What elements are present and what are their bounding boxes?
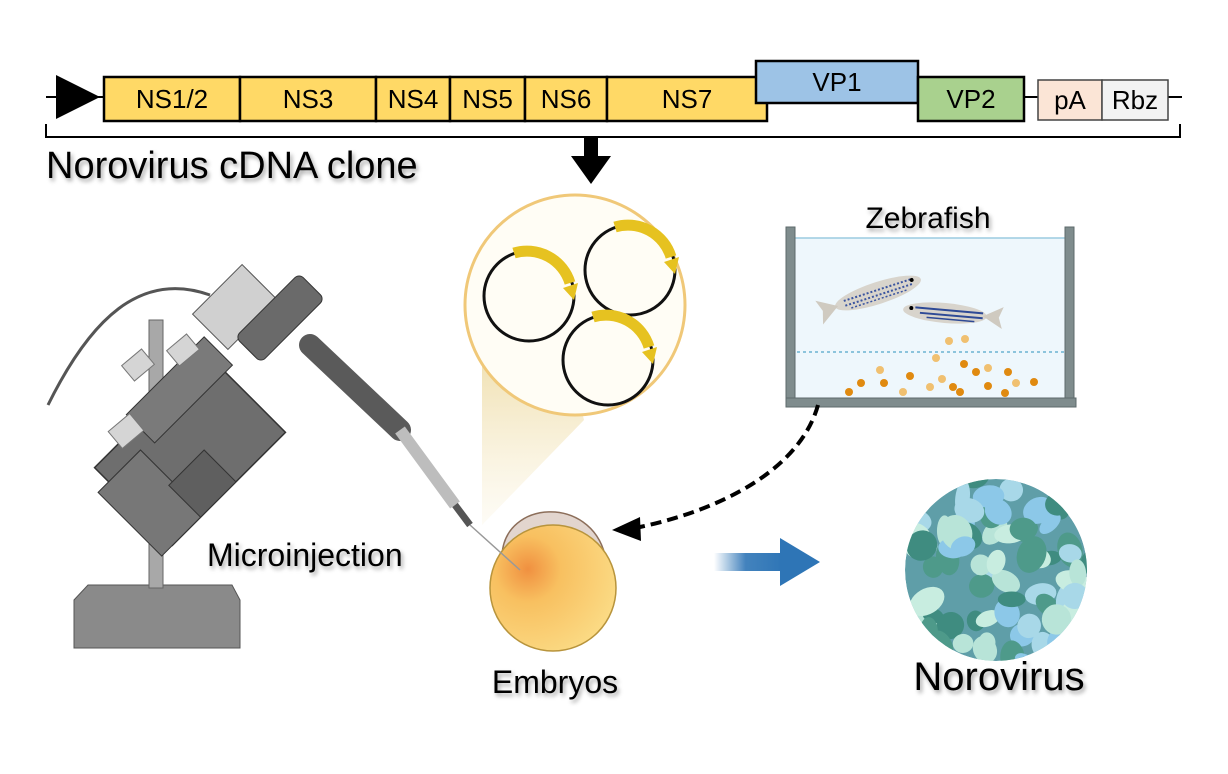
- embryos-label: Embryos: [492, 664, 618, 700]
- egg: [1001, 389, 1009, 397]
- segment-label: VP1: [812, 67, 861, 97]
- capsid-protein: [978, 632, 996, 653]
- capsid-protein: [1085, 522, 1120, 557]
- capsid-protein: [970, 554, 992, 576]
- segment-label: Rbz: [1112, 85, 1158, 115]
- injection-needle: [469, 524, 521, 571]
- zebrafish-label: Zebrafish: [865, 202, 990, 235]
- segment-ns5: [448, 75, 527, 123]
- segment-label: pA: [1054, 85, 1086, 115]
- egg: [1012, 379, 1020, 387]
- segment-label: NS1/2: [136, 84, 208, 114]
- capsid-protein: [909, 586, 945, 617]
- segment-rbz: [1101, 79, 1169, 121]
- plasmid: [561, 309, 657, 407]
- egg: [906, 372, 914, 380]
- egg: [960, 360, 968, 368]
- capsid-protein: [1017, 613, 1041, 639]
- capsid-protein: [1055, 479, 1074, 500]
- egg: [984, 382, 992, 390]
- egg-cluster: [845, 335, 1038, 397]
- egg: [938, 375, 946, 383]
- promoter-arrow-icon: [56, 75, 100, 119]
- egg: [984, 364, 992, 372]
- capsid-protein: [906, 530, 938, 561]
- capsid-protein: [991, 569, 1021, 593]
- plasmid-gene-arrow: [613, 219, 677, 259]
- construct-title: Norovirus cDNA clone: [46, 145, 418, 187]
- capsid-protein: [955, 480, 971, 516]
- egg: [880, 379, 888, 387]
- dashed-arrow-head-icon: [612, 517, 641, 541]
- segment-vp2: [916, 75, 1026, 123]
- egg: [857, 379, 865, 387]
- capsid-protein: [869, 592, 909, 636]
- segment-ns3: [238, 75, 378, 123]
- segment-label: NS4: [388, 84, 439, 114]
- capsid-protein: [952, 633, 974, 653]
- microinjector-icon: [46, 263, 521, 649]
- egg: [1004, 368, 1012, 376]
- capsid-protein: [950, 536, 976, 557]
- egg: [845, 388, 853, 396]
- capsid-protein: [1041, 604, 1072, 635]
- capsid-protein: [997, 591, 1026, 608]
- egg: [932, 354, 940, 362]
- egg: [972, 368, 980, 376]
- capsid-protein: [1058, 544, 1082, 563]
- egg: [956, 388, 964, 396]
- egg: [961, 335, 969, 343]
- segment-ns7: [605, 75, 769, 123]
- capsid-protein: [999, 479, 1024, 502]
- egg: [876, 366, 884, 374]
- segment-pa: [1037, 79, 1103, 121]
- segment-ns4: [374, 75, 452, 123]
- capsid-protein: [916, 479, 939, 495]
- capsid-protein: [1016, 536, 1047, 573]
- segment-label: VP2: [946, 84, 995, 114]
- embryo-icon: [489, 511, 617, 652]
- construct-bracket: [45, 124, 1181, 138]
- process-arrow-icon: [714, 538, 820, 586]
- segment-label: NS5: [462, 84, 513, 114]
- capsid-protein: [1009, 517, 1037, 541]
- capsid-protein: [1000, 640, 1025, 661]
- segment-label: NS7: [662, 84, 713, 114]
- plasmid-gene-arrow: [512, 245, 576, 285]
- segment-label: NS6: [541, 84, 592, 114]
- zebrafish-icon: [815, 275, 921, 325]
- capsid-protein: [984, 498, 1012, 525]
- zebrafish-icon: [903, 302, 1004, 330]
- capsid-protein: [969, 573, 995, 598]
- plasmid-gene-arrow: [591, 309, 655, 349]
- plasmid: [583, 219, 679, 317]
- capsid-protein: [975, 610, 1000, 628]
- capsid-protein: [986, 549, 1006, 575]
- egg: [949, 383, 957, 391]
- segment-ns1-2: [102, 75, 242, 123]
- microinjection-label: Microinjection: [207, 537, 403, 573]
- plasmid: [482, 245, 578, 343]
- dashed-arrow: [639, 404, 820, 529]
- segment-label: NS3: [283, 84, 334, 114]
- egg: [1030, 378, 1038, 386]
- down-arrow-icon: [571, 138, 611, 184]
- capsid-protein: [1069, 559, 1087, 587]
- norovirus-particle-icon: [869, 479, 1120, 661]
- capsid-protein: [1039, 513, 1061, 535]
- egg: [945, 337, 953, 345]
- norovirus-label: Norovirus: [913, 655, 1084, 699]
- capsid-protein: [922, 556, 944, 578]
- egg: [899, 388, 907, 396]
- egg: [926, 383, 934, 391]
- segment-ns6: [523, 75, 609, 123]
